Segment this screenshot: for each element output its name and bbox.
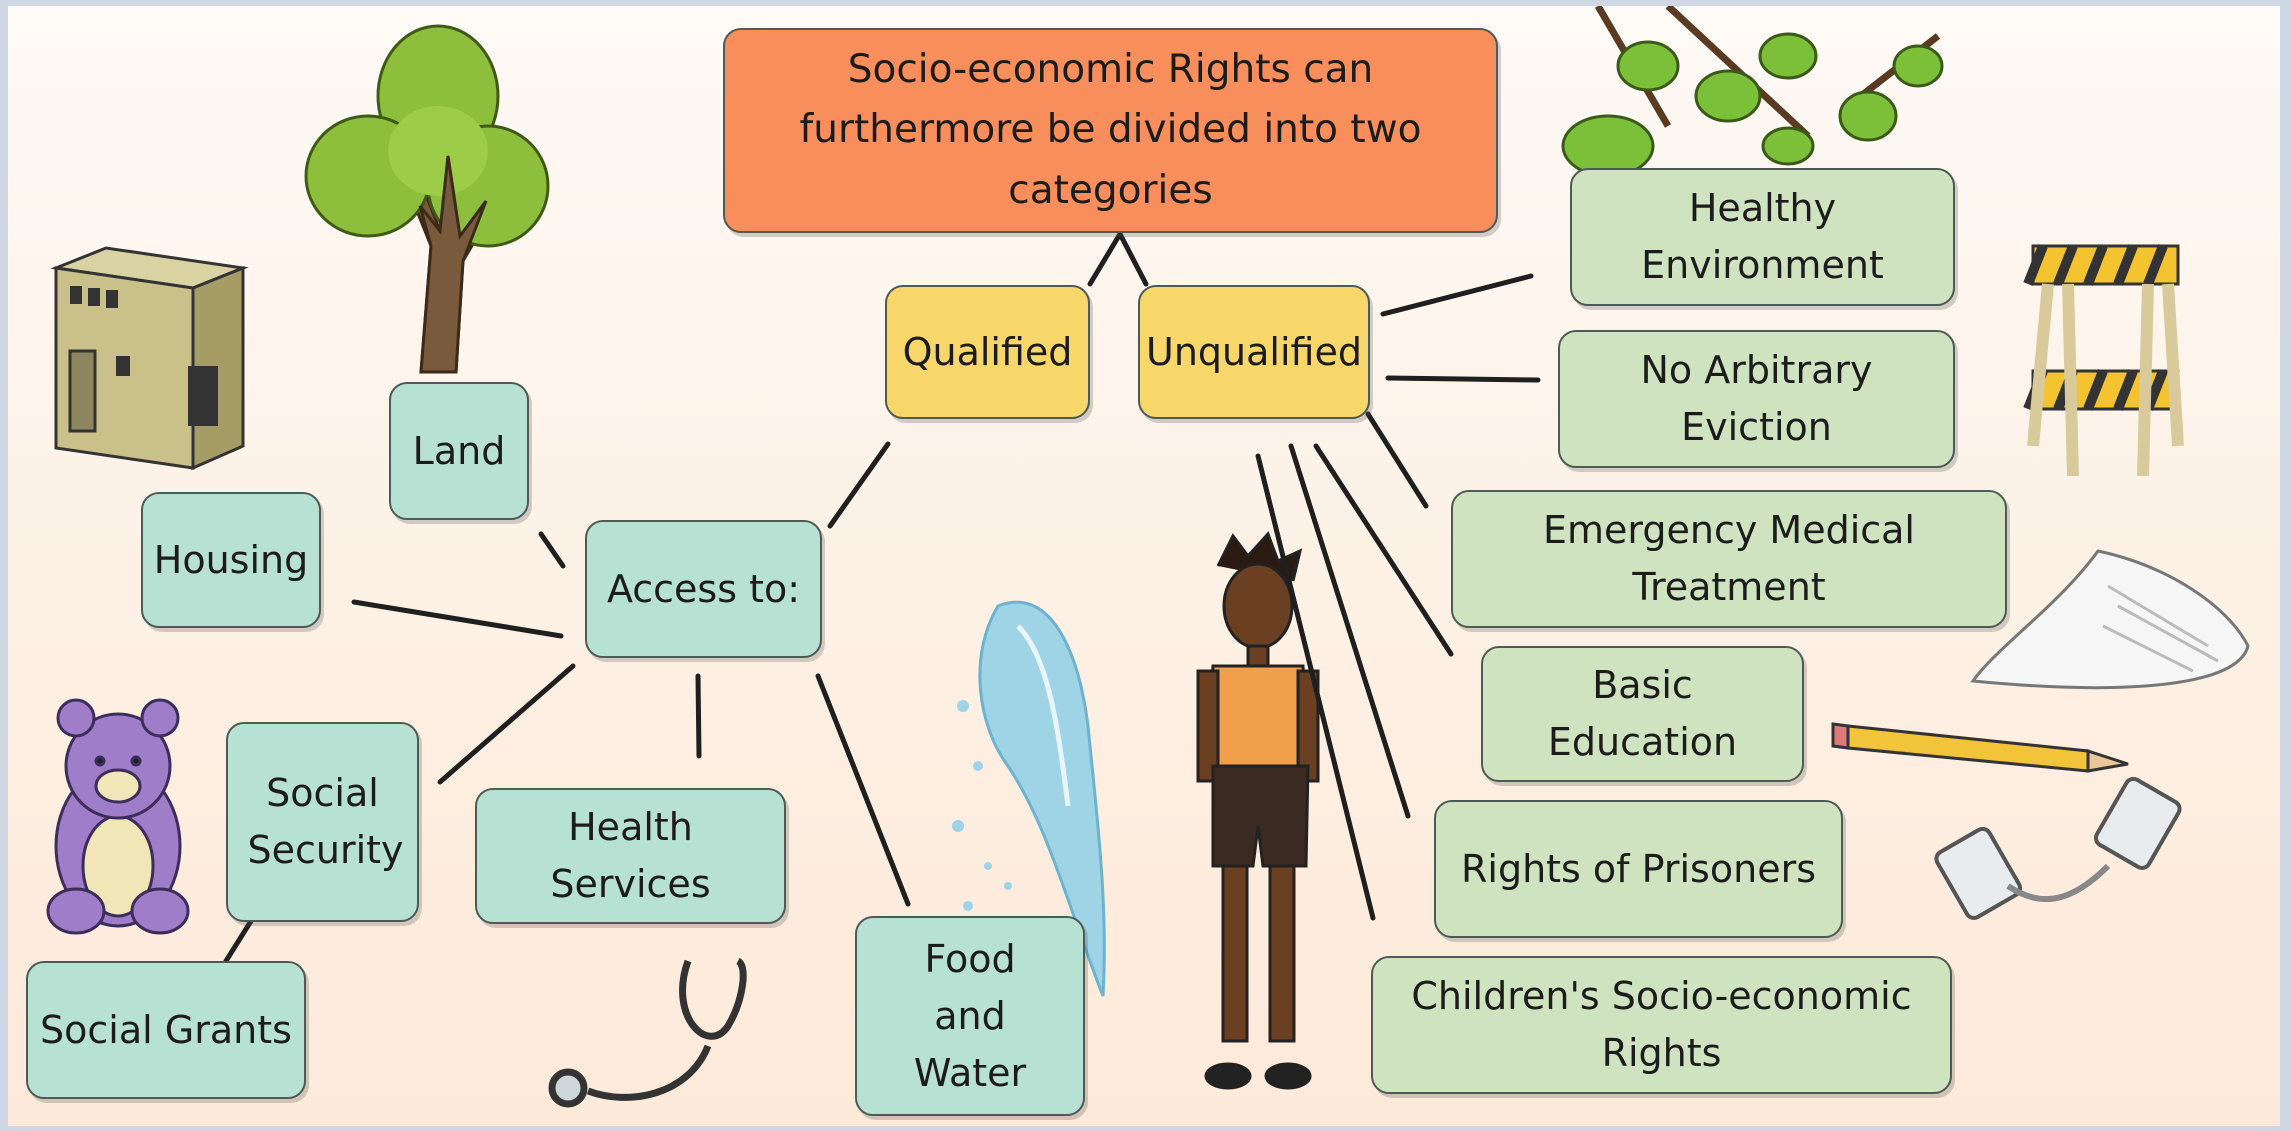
rights-of-prisoners-box: Rights of Prisoners	[1434, 800, 1843, 938]
social-security-box: Social Security	[226, 722, 419, 922]
handcuffs-icon	[1934, 776, 2182, 920]
health-services-label: Health Services	[550, 805, 711, 906]
link-access-food	[815, 673, 911, 907]
paper-icon	[1970, 549, 2250, 690]
connector-lines	[223, 231, 1541, 964]
stethoscope-icon	[548, 957, 747, 1108]
no-arbitrary-eviction-box: No Arbitrary Eviction	[1558, 330, 1955, 468]
link-access-land	[538, 531, 566, 569]
link-unqualified-education	[1313, 443, 1454, 657]
emergency-medical-treatment-box: Emergency Medical Treatment	[1451, 490, 2007, 628]
tree-icon	[304, 24, 550, 374]
healthy-environment-label: Healthy Environment	[1641, 186, 1884, 287]
qualified-label: Qualified	[902, 329, 1073, 374]
leaves-icon	[1561, 6, 1944, 178]
rights-of-prisoners-label: Rights of Prisoners	[1460, 846, 1816, 891]
link-unqualified-emergency	[1365, 411, 1429, 509]
link-title-qualified	[1087, 231, 1123, 287]
access-to-label: Access to:	[606, 566, 801, 611]
water-splash-icon	[952, 600, 1106, 997]
childrens-rights-label: Children's Socio-economic Rights	[1411, 974, 1912, 1075]
food-and-water-box: Food and Water	[855, 916, 1085, 1116]
link-access-health	[695, 673, 702, 759]
pencil-icon	[1831, 722, 2129, 773]
unqualified-label: Unqualified	[1146, 329, 1362, 374]
basic-education-box: Basic Education	[1481, 646, 1804, 782]
link-access-social-security	[437, 663, 576, 785]
link-title-unqualified	[1117, 231, 1149, 287]
housing-label: Housing	[153, 537, 309, 582]
healthy-environment-box: Healthy Environment	[1570, 168, 1955, 306]
illustrations-layer	[46, 6, 2250, 1108]
basic-education-label: Basic Education	[1547, 663, 1738, 764]
land-label: Land	[412, 428, 506, 473]
social-security-label: Social Security	[247, 771, 404, 872]
emergency-medical-treatment-label: Emergency Medical Treatment	[1543, 508, 1915, 609]
teddy-bear-icon	[46, 698, 190, 935]
food-and-water-label: Food and Water	[913, 936, 1027, 1095]
land-box: Land	[389, 382, 529, 520]
mind-map-canvas: Socio-economic Rights can furthermore be…	[8, 6, 2280, 1126]
link-social-security-grants	[223, 918, 254, 964]
childrens-rights-box: Children's Socio-economic Rights	[1371, 956, 1952, 1094]
link-qualified-access	[827, 441, 891, 529]
link-unqualified-healthy	[1380, 273, 1534, 317]
title-box: Socio-economic Rights can furthermore be…	[723, 28, 1498, 233]
qualified-box: Qualified	[885, 285, 1090, 419]
barrier-icon	[2023, 244, 2184, 477]
link-unqualified-eviction	[1385, 375, 1541, 383]
house-icon	[50, 246, 249, 471]
link-unqualified-prisoners	[1288, 443, 1411, 819]
link-unqualified-children	[1255, 453, 1376, 921]
child-figure-icon	[1196, 531, 1320, 1090]
title-text: Socio-economic Rights can furthermore be…	[799, 46, 1422, 213]
unqualified-box: Unqualified	[1138, 285, 1370, 419]
access-to-box: Access to:	[585, 520, 822, 658]
no-arbitrary-eviction-label: No Arbitrary Eviction	[1640, 348, 1873, 449]
social-grants-label: Social Grants	[40, 1007, 292, 1052]
health-services-box: Health Services	[475, 788, 786, 924]
social-grants-box: Social Grants	[26, 961, 306, 1099]
link-access-housing	[351, 599, 564, 639]
housing-box: Housing	[141, 492, 321, 628]
